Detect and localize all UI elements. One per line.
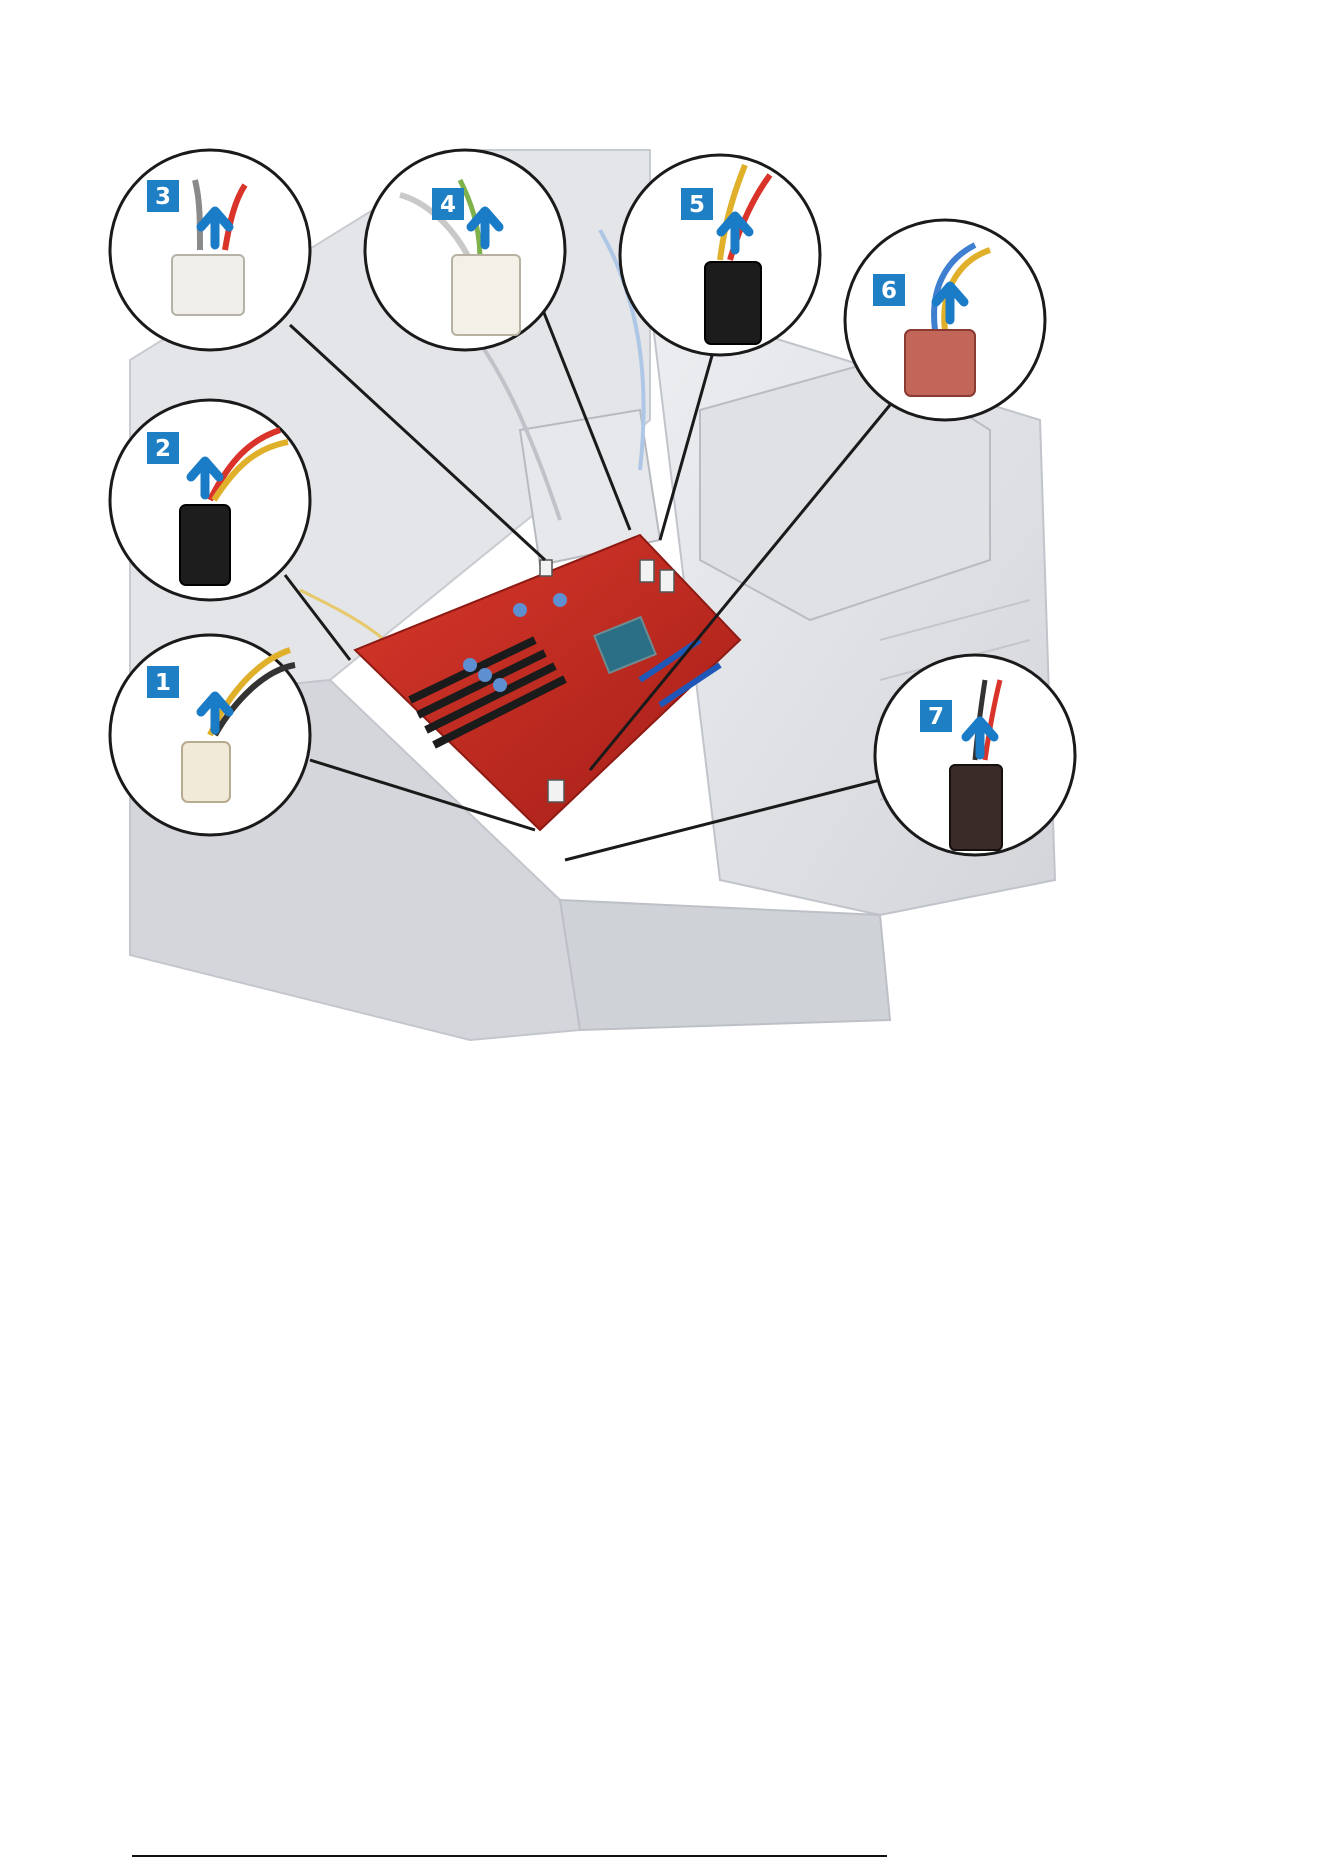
- callout-7: 7: [875, 655, 1075, 855]
- callout-number: 5: [689, 192, 705, 218]
- callout-5: 5: [620, 155, 820, 355]
- cable-connector-icon: [172, 255, 244, 315]
- cable-connector-icon: [180, 505, 230, 585]
- callout-number: 4: [440, 192, 456, 218]
- callout-2: 2: [110, 400, 310, 600]
- cable-connector-icon: [182, 742, 230, 802]
- callout-number: 3: [155, 184, 171, 210]
- callout-6: 6: [845, 220, 1045, 420]
- cable-connector-icon: [705, 262, 761, 344]
- callout-1: 1: [110, 635, 310, 835]
- callout-number: 6: [881, 278, 897, 304]
- callout-number: 2: [155, 436, 171, 462]
- callout-4: 4: [365, 150, 565, 350]
- callout-number: 1: [155, 670, 171, 696]
- cable-connector-icon: [950, 765, 1002, 850]
- callout-3: 3: [110, 150, 310, 350]
- cable-connector-icon: [905, 330, 975, 396]
- cable-connector-icon: [452, 255, 520, 335]
- footer-rule: [132, 1855, 887, 1857]
- callout-number: 7: [928, 704, 944, 730]
